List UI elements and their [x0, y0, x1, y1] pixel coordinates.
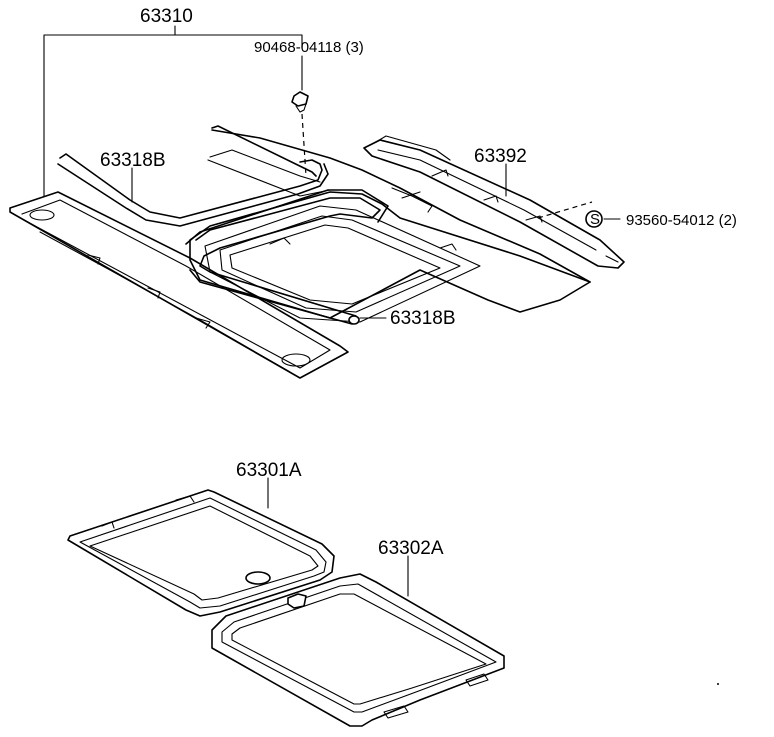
stray-dot [717, 683, 719, 685]
drip-rail-63392 [363, 135, 625, 269]
weatherstrip-63318B-right [185, 189, 389, 325]
leader-lines [131, 163, 621, 597]
clip-90468-04118 [291, 55, 309, 177]
assembly-bracket-63310 [43, 25, 303, 197]
sunroof-glass-63301A [67, 489, 335, 617]
label-63392: 63392 [474, 146, 527, 167]
weatherstrip-63318B-top [57, 125, 329, 227]
label-63310: 63310 [140, 6, 193, 27]
screw-symbol-icon: S [590, 211, 600, 228]
label-63318B-right: 63318B [390, 308, 456, 329]
sunshade-63302A [211, 573, 505, 727]
label-93560-54012: 93560-54012 (2) [626, 212, 737, 229]
label-63302A: 63302A [378, 538, 444, 559]
label-63318B-top: 63318B [100, 150, 166, 171]
label-90468-04118: 90468-04118 (3) [254, 39, 364, 56]
screw-93560-leader [537, 201, 603, 228]
roof-panel [9, 129, 591, 379]
part-labels: 63310 90468-04118 (3) 63318B 63392 S 935… [100, 6, 737, 559]
label-63301A: 63301A [236, 460, 302, 481]
